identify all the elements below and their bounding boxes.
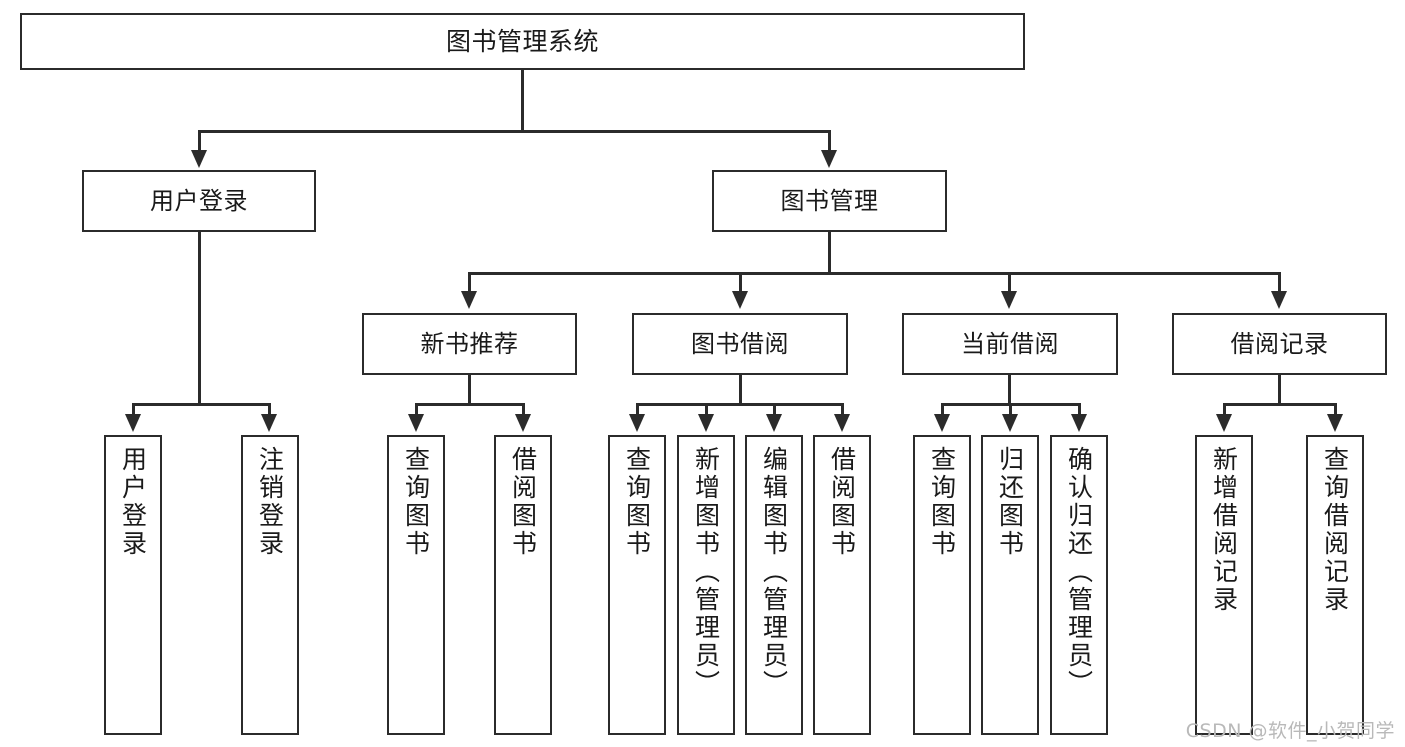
- leaf-current-borrow-1-label: 归还图书: [995, 446, 1025, 558]
- arrowhead-book-borrow-to-leaf-0: [629, 414, 645, 432]
- connector-current-borrow-to-leaf-2: [1078, 403, 1081, 420]
- leaf-book-borrow-3-label: 借阅图书: [827, 446, 857, 558]
- node-root-system[interactable]: 图书管理系统: [20, 13, 1025, 70]
- leaf-current-borrow-2-label: 确认归还（管理员）: [1064, 446, 1094, 698]
- leaf-new-book-0-label: 查询图书: [401, 446, 431, 558]
- connector-book-mgmt-to-l3-0: [468, 272, 471, 294]
- connector-book-borrow-to-leaf-0: [636, 403, 639, 420]
- connector-current-borrow-to-leaf-0: [941, 403, 944, 420]
- connector-current-borrow-to-leaf-1: [1009, 403, 1012, 420]
- connector-user-login-to-leaf-1: [268, 403, 271, 420]
- leaf-new-book-0[interactable]: 查询图书: [387, 435, 445, 735]
- arrowhead-book-borrow-to-leaf-2: [766, 414, 782, 432]
- leaf-new-book-1-label: 借阅图书: [508, 446, 538, 558]
- node-borrow-record[interactable]: 借阅记录: [1172, 313, 1387, 375]
- leaf-current-borrow-2[interactable]: 确认归还（管理员）: [1050, 435, 1108, 735]
- node-current-borrow-label: 当前借阅: [961, 329, 1059, 358]
- connector-user-login-to-leaf-0: [132, 403, 135, 420]
- leaf-user-login-0-label: 用户登录: [118, 446, 148, 558]
- leaf-current-borrow-0-label: 查询图书: [927, 446, 957, 558]
- connector-root-to-user-login: [198, 130, 201, 154]
- arrowhead-book-mgmt-to-l3-1: [732, 291, 748, 309]
- arrowhead-new-book-to-leaf-1: [515, 414, 531, 432]
- connector-user-login-bus: [132, 403, 268, 406]
- connector-book-borrow-bus: [636, 403, 843, 406]
- connector-root-to-book-mgmt: [828, 130, 831, 154]
- node-root-system-label: 图书管理系统: [445, 26, 599, 56]
- arrowhead-borrow-record-to-leaf-1: [1327, 414, 1343, 432]
- connector-book-mgmt-to-l3-3: [1278, 272, 1281, 294]
- arrowhead-book-mgmt-to-l3-0: [461, 291, 477, 309]
- leaf-borrow-record-0[interactable]: 新增借阅记录: [1195, 435, 1253, 735]
- connector-borrow-record-bus: [1223, 403, 1336, 406]
- connector-book-mgmt-to-l3-2: [1008, 272, 1011, 294]
- node-book-borrow-label: 图书借阅: [691, 329, 789, 358]
- arrowhead-user-login-to-leaf-0: [125, 414, 141, 432]
- arrowhead-book-mgmt-to-l3-2: [1001, 291, 1017, 309]
- leaf-book-borrow-2[interactable]: 编辑图书（管理员）: [745, 435, 803, 735]
- connector-root-trunk: [521, 70, 524, 132]
- arrowhead-root-to-user-login: [191, 150, 207, 168]
- leaf-book-borrow-0[interactable]: 查询图书: [608, 435, 666, 735]
- connector-borrow-record-trunk: [1278, 375, 1281, 405]
- connector-book-borrow-to-leaf-1: [705, 403, 708, 420]
- connector-user-login-trunk: [198, 232, 201, 405]
- arrowhead-book-mgmt-to-l3-3: [1271, 291, 1287, 309]
- node-new-book-recommend-label: 新书推荐: [420, 329, 519, 358]
- leaf-borrow-record-1-label: 查询借阅记录: [1320, 446, 1350, 614]
- arrowhead-book-borrow-to-leaf-1: [698, 414, 714, 432]
- node-borrow-record-label: 借阅记录: [1230, 329, 1329, 358]
- arrowhead-current-borrow-to-leaf-2: [1071, 414, 1087, 432]
- connector-root-bus: [198, 130, 831, 133]
- node-user-login[interactable]: 用户登录: [82, 170, 316, 232]
- connector-new-book-trunk: [468, 375, 471, 405]
- arrowhead-book-borrow-to-leaf-3: [834, 414, 850, 432]
- connector-new-book-to-leaf-0: [415, 403, 418, 420]
- connector-current-borrow-trunk: [1008, 375, 1011, 405]
- connector-book-mgmt-to-l3-1: [739, 272, 742, 294]
- leaf-new-book-1[interactable]: 借阅图书: [494, 435, 552, 735]
- leaf-user-login-1[interactable]: 注销登录: [241, 435, 299, 735]
- arrowhead-user-login-to-leaf-1: [261, 414, 277, 432]
- node-current-borrow[interactable]: 当前借阅: [902, 313, 1118, 375]
- leaf-current-borrow-1[interactable]: 归还图书: [981, 435, 1039, 735]
- node-user-login-label: 用户登录: [150, 186, 248, 215]
- leaf-book-borrow-2-label: 编辑图书（管理员）: [759, 446, 789, 698]
- leaf-book-borrow-1[interactable]: 新增图书（管理员）: [677, 435, 735, 735]
- connector-book-mgmt-trunk: [828, 232, 831, 274]
- leaf-book-borrow-1-label: 新增图书（管理员）: [691, 446, 721, 698]
- node-book-management-label: 图书管理: [780, 186, 879, 215]
- leaf-book-borrow-3[interactable]: 借阅图书: [813, 435, 871, 735]
- leaf-book-borrow-0-label: 查询图书: [622, 446, 652, 558]
- arrowhead-current-borrow-to-leaf-1: [1002, 414, 1018, 432]
- arrowhead-current-borrow-to-leaf-0: [934, 414, 950, 432]
- arrowhead-root-to-book-mgmt: [821, 150, 837, 168]
- leaf-user-login-0[interactable]: 用户登录: [104, 435, 162, 735]
- connector-book-borrow-to-leaf-2: [773, 403, 776, 420]
- node-book-management[interactable]: 图书管理: [712, 170, 947, 232]
- leaf-current-borrow-0[interactable]: 查询图书: [913, 435, 971, 735]
- connector-borrow-record-to-leaf-1: [1334, 403, 1337, 420]
- node-book-borrow[interactable]: 图书借阅: [632, 313, 848, 375]
- connector-book-borrow-trunk: [739, 375, 742, 405]
- node-new-book-recommend[interactable]: 新书推荐: [362, 313, 577, 375]
- leaf-borrow-record-0-label: 新增借阅记录: [1209, 446, 1239, 614]
- connector-new-book-to-leaf-1: [522, 403, 525, 420]
- connector-borrow-record-to-leaf-0: [1223, 403, 1226, 420]
- connector-book-borrow-to-leaf-3: [841, 403, 844, 420]
- arrowhead-borrow-record-to-leaf-0: [1216, 414, 1232, 432]
- leaf-borrow-record-1[interactable]: 查询借阅记录: [1306, 435, 1364, 735]
- connector-book-mgmt-bus: [468, 272, 1280, 275]
- connector-new-book-bus: [415, 403, 524, 406]
- arrowhead-new-book-to-leaf-0: [408, 414, 424, 432]
- leaf-user-login-1-label: 注销登录: [255, 446, 285, 558]
- csdn-watermark: CSDN @软件_小贺同学: [1185, 720, 1395, 742]
